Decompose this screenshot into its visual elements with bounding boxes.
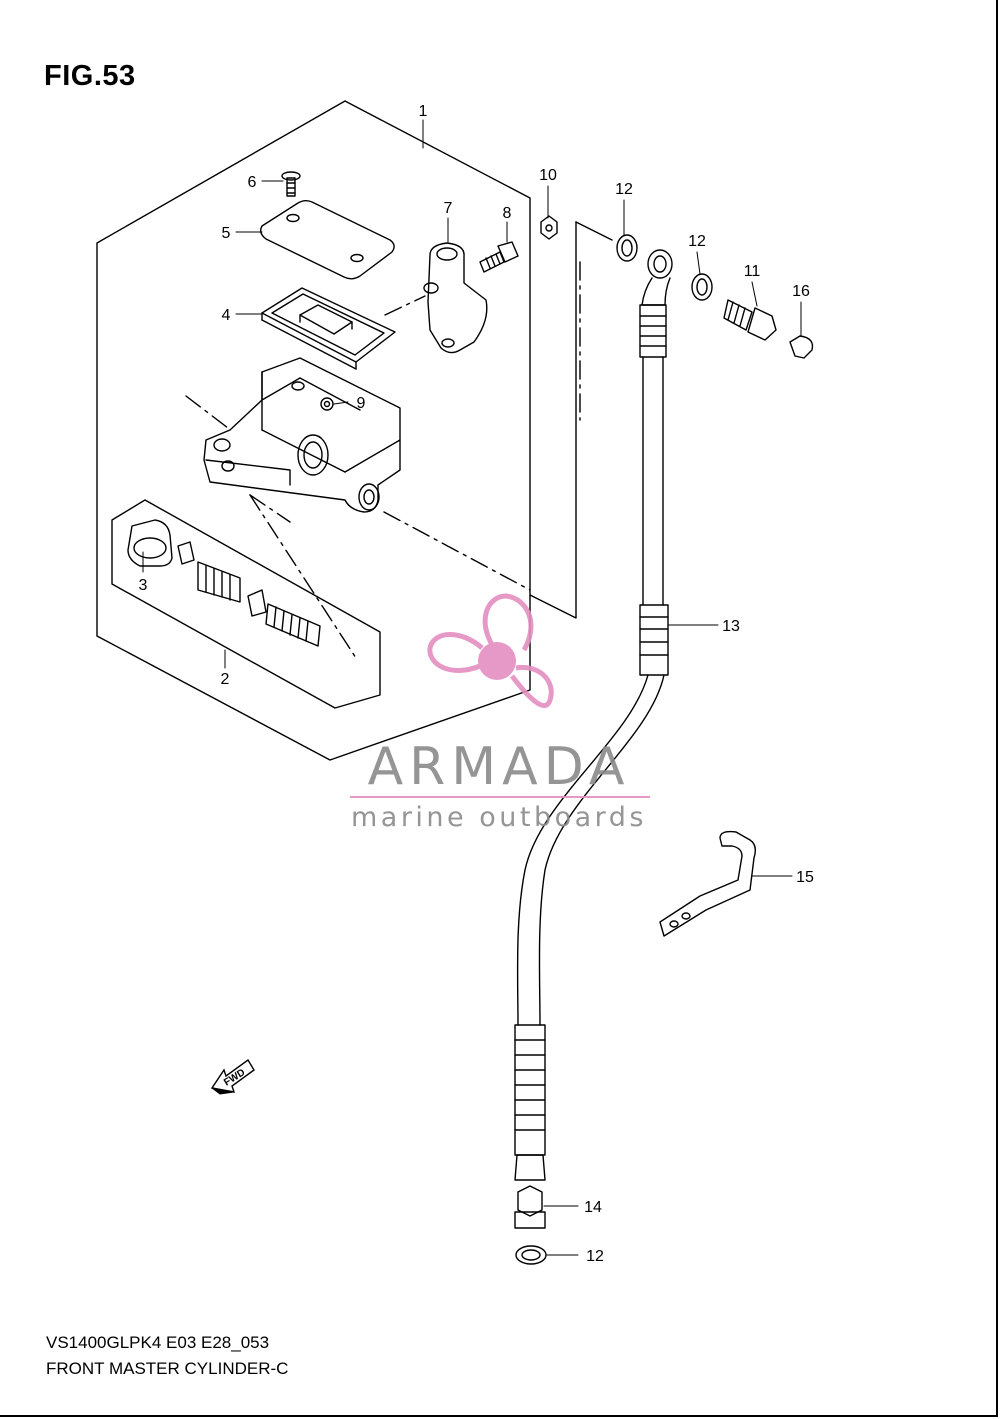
section-name: FRONT MASTER CYLINDER-C bbox=[46, 1359, 289, 1378]
callout-12-a: 12 bbox=[615, 181, 633, 198]
part-4-diaphragm bbox=[261, 287, 396, 370]
callout-4: 4 bbox=[222, 307, 231, 324]
callout-8: 8 bbox=[503, 205, 512, 222]
part-13-brake-hose bbox=[514, 249, 673, 1181]
callout-12-b: 12 bbox=[688, 233, 706, 250]
callout-6: 6 bbox=[248, 174, 257, 191]
callout-3: 3 bbox=[139, 577, 148, 594]
watermark-brand: ARMADA bbox=[368, 737, 631, 797]
hose-bracket-line bbox=[529, 221, 577, 619]
part-2-piston-kit bbox=[127, 519, 321, 647]
part-3-master-cylinder-body bbox=[203, 357, 401, 513]
callout-2: 2 bbox=[221, 671, 230, 688]
callout-1: 1 bbox=[419, 103, 428, 120]
part-5-reservoir-cap bbox=[259, 200, 395, 280]
part-12-washer-top-b bbox=[691, 273, 713, 301]
part-10-nut bbox=[540, 215, 558, 240]
part-7-holder bbox=[423, 242, 488, 354]
armada-propeller-logo bbox=[427, 593, 554, 708]
callout-10: 10 bbox=[539, 167, 557, 184]
fwd-arrow-icon: FWD bbox=[210, 1058, 255, 1095]
callout-12-c: 12 bbox=[586, 1248, 604, 1265]
part-12-washer-top-a bbox=[616, 234, 638, 262]
callout-7: 7 bbox=[444, 200, 453, 217]
callout-13: 13 bbox=[722, 618, 740, 635]
assembly-guide-lines bbox=[185, 261, 581, 659]
callout-5: 5 bbox=[222, 225, 231, 242]
part-8-bolt bbox=[479, 241, 519, 273]
assembly-box-1 bbox=[96, 100, 531, 761]
callout-9: 9 bbox=[357, 395, 366, 412]
callout-labels: 1 2 3 4 5 6 7 8 9 10 11 12 12 13 14 15 1… bbox=[139, 103, 814, 1265]
watermark: ARMADA marine outboards bbox=[350, 593, 650, 833]
part-6-screw bbox=[281, 171, 301, 197]
part-11-banjo-bolt bbox=[723, 299, 777, 341]
callout-16: 16 bbox=[792, 283, 810, 300]
part-14-fitting bbox=[514, 1185, 546, 1229]
watermark-tagline: marine outboards bbox=[351, 802, 647, 833]
part-12-washer-bottom bbox=[515, 1245, 547, 1265]
callout-15: 15 bbox=[796, 869, 814, 886]
leader-lines bbox=[142, 119, 802, 1256]
part-16-cap bbox=[789, 335, 814, 359]
part-15-clamp bbox=[659, 830, 757, 937]
callout-14: 14 bbox=[584, 1199, 602, 1216]
model-code: VS1400GLPK4 E03 E28_053 bbox=[46, 1333, 270, 1352]
callout-11: 11 bbox=[744, 263, 761, 280]
kit-box-2 bbox=[111, 499, 381, 709]
part-9-fitting bbox=[320, 397, 334, 411]
figure-title: FIG.53 bbox=[44, 60, 136, 92]
